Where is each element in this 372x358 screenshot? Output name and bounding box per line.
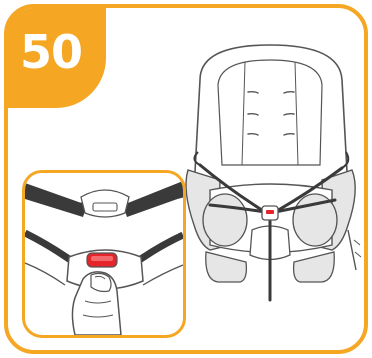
step-number: 50 bbox=[20, 29, 82, 75]
car-seat-icon bbox=[170, 40, 370, 310]
car-seat-drawing bbox=[170, 40, 370, 310]
detail-inset bbox=[22, 170, 186, 338]
buckle-release-detail bbox=[25, 173, 183, 335]
